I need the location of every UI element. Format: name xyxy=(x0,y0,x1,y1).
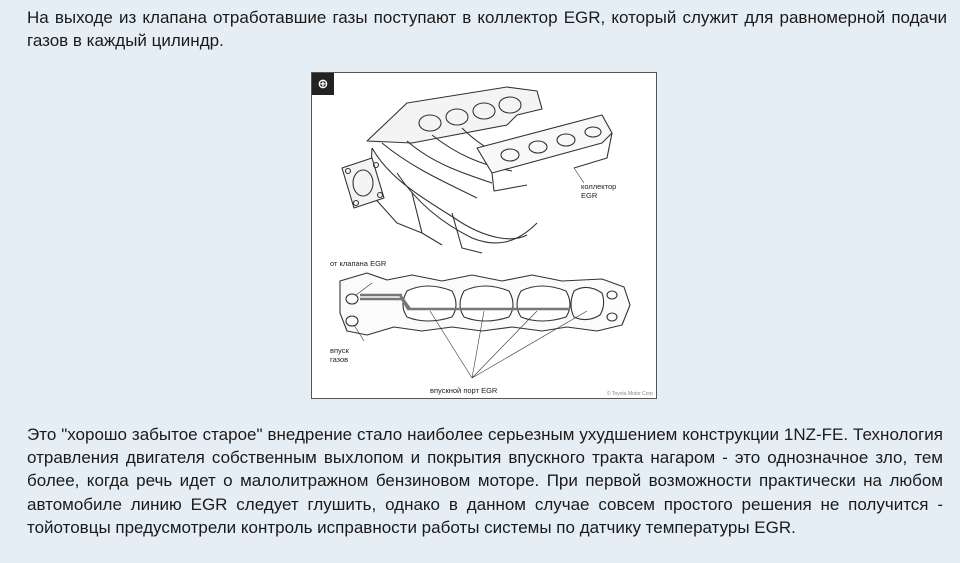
label-gas-intake-line1: впуск xyxy=(330,346,349,355)
label-gas-intake: впуск газов xyxy=(330,346,370,364)
label-egr-collector-line2: EGR xyxy=(581,191,598,200)
label-egr-collector-line1: коллектор xyxy=(581,182,617,191)
body-paragraph: Это "хорошо забытое старое" внедрение ст… xyxy=(27,425,943,537)
egr-manifold-figure: ⊕ коллектор EGR от клапана EGR впуск газ… xyxy=(311,72,657,399)
zoom-in-icon[interactable]: ⊕ xyxy=(312,73,334,95)
egr-manifold-drawing xyxy=(339,86,631,379)
label-egr-collector: коллектор EGR xyxy=(581,182,641,200)
label-gas-intake-line2: газов xyxy=(330,355,349,364)
intro-paragraph: На выходе из клапана отработавшие газы п… xyxy=(27,8,947,50)
label-egr-intake-port: впускной порт EGR xyxy=(430,386,498,395)
label-from-egr-valve: от клапана EGR xyxy=(330,259,387,268)
figure-watermark: © Toyota Motor Corp xyxy=(606,391,653,397)
